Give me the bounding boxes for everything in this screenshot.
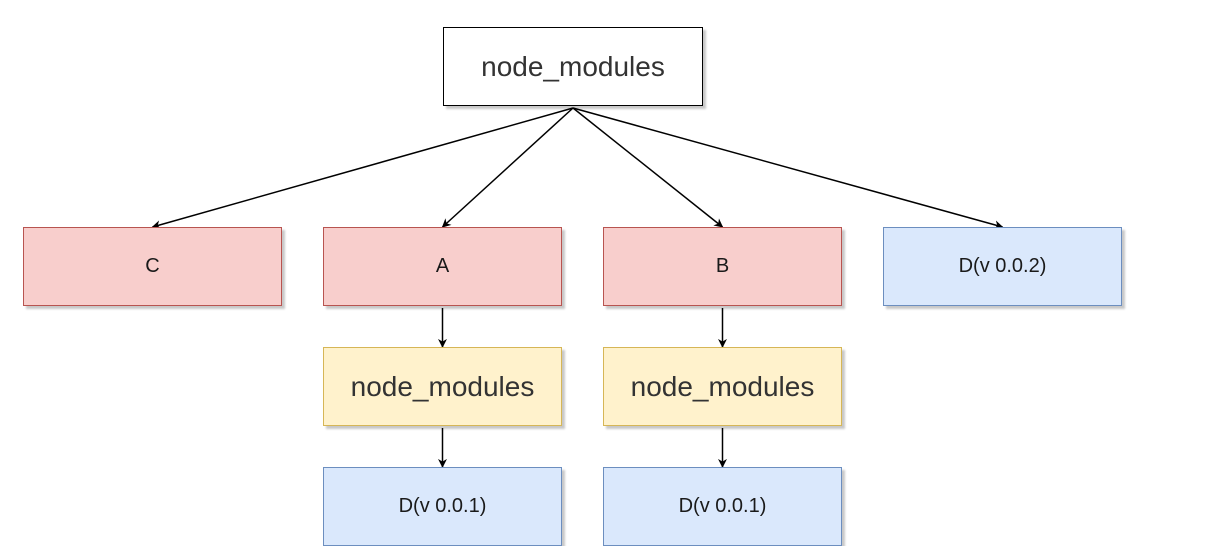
package-d-top-label: D(v 0.0.2) xyxy=(958,255,1047,277)
a-node-modules-label: node_modules xyxy=(350,370,535,402)
package-b-label: B xyxy=(715,255,730,277)
b-package-d-box: D(v 0.0.1) xyxy=(603,467,842,546)
edge-root-to-b xyxy=(572,107,724,228)
a-package-d-label: D(v 0.0.1) xyxy=(398,495,487,517)
b-node-modules-label: node_modules xyxy=(630,370,815,402)
package-d-top-box: D(v 0.0.2) xyxy=(883,227,1122,306)
edge-root-to-a xyxy=(441,107,574,228)
a-node-modules-box: node_modules xyxy=(323,347,562,426)
package-c-label: C xyxy=(145,255,160,277)
b-node-modules-box: node_modules xyxy=(603,347,842,426)
edge-root-to-c xyxy=(151,107,574,230)
package-a-box: A xyxy=(323,227,562,306)
root-node-modules-box: node_modules xyxy=(443,27,703,106)
package-a-label: A xyxy=(435,255,450,277)
edge-root-to-d_top xyxy=(572,107,1004,230)
package-c-box: C xyxy=(23,227,282,306)
b-package-d-label: D(v 0.0.1) xyxy=(678,495,767,517)
root-node-modules-label: node_modules xyxy=(481,50,665,82)
a-package-d-box: D(v 0.0.1) xyxy=(323,467,562,546)
package-b-box: B xyxy=(603,227,842,306)
